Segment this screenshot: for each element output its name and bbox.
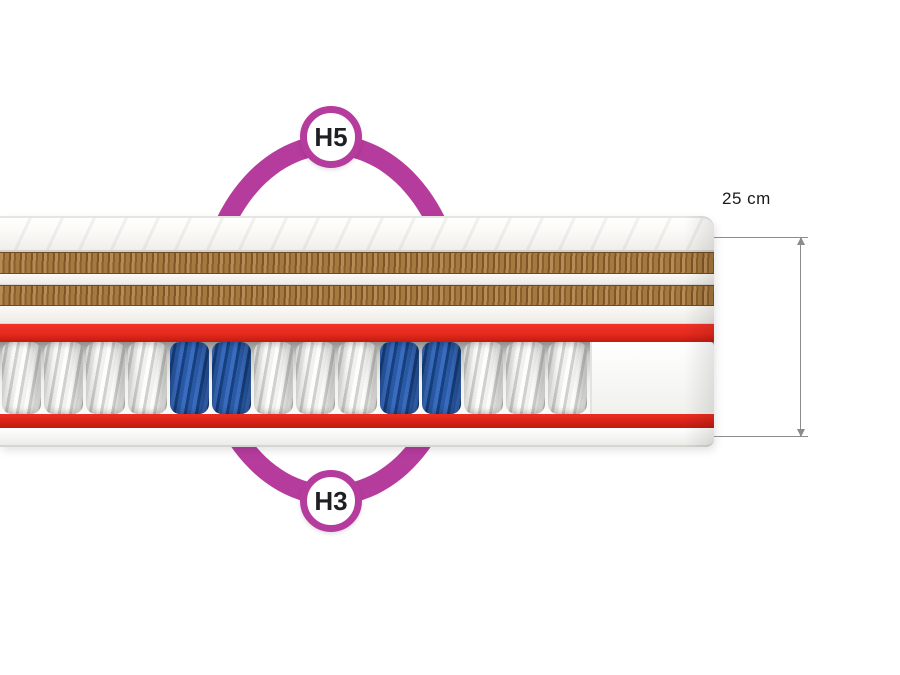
coconut-fiber-layer-2 (0, 285, 714, 306)
spring-coil-white (86, 342, 125, 414)
pocket-springs (0, 342, 714, 414)
foam-divider-layer-1 (0, 274, 714, 285)
firmness-badge-h3: H3 (300, 470, 362, 532)
dimension-tick-bottom (714, 436, 808, 437)
firmness-badge-h5: H5 (300, 106, 362, 168)
dimension-arrow-down-icon (797, 429, 805, 437)
foam-divider-layer-2 (0, 306, 714, 324)
spring-coil-blue (380, 342, 419, 414)
spring-coil-white (548, 342, 587, 414)
coconut-fiber-layer-1 (0, 252, 714, 274)
spring-coil-white (128, 342, 167, 414)
dimension-tick-top (714, 237, 808, 238)
quilted-top-layer (0, 216, 714, 252)
firmness-badge-h5-label: H5 (314, 121, 348, 152)
spring-coil-white (338, 342, 377, 414)
red-foam-layer-bottom (0, 414, 714, 428)
spring-coil-white (254, 342, 293, 414)
spring-coil-white (2, 342, 41, 414)
edge-foam-panel (590, 342, 714, 414)
spring-coil-white (44, 342, 83, 414)
height-dimension-label: 25 cm (722, 189, 771, 208)
dimension-vertical-line (800, 237, 801, 437)
firmness-badge-h3-label: H3 (314, 485, 348, 516)
red-foam-layer-top (0, 324, 714, 342)
spring-coil-blue (170, 342, 209, 414)
spring-coil-white (506, 342, 545, 414)
base-layer (0, 428, 714, 447)
spring-coil-blue (212, 342, 251, 414)
dimension-arrow-up-icon (797, 237, 805, 245)
spring-coil-white (464, 342, 503, 414)
mattress-cross-section (0, 216, 714, 447)
spring-coil-blue (422, 342, 461, 414)
spring-coil-white (296, 342, 335, 414)
